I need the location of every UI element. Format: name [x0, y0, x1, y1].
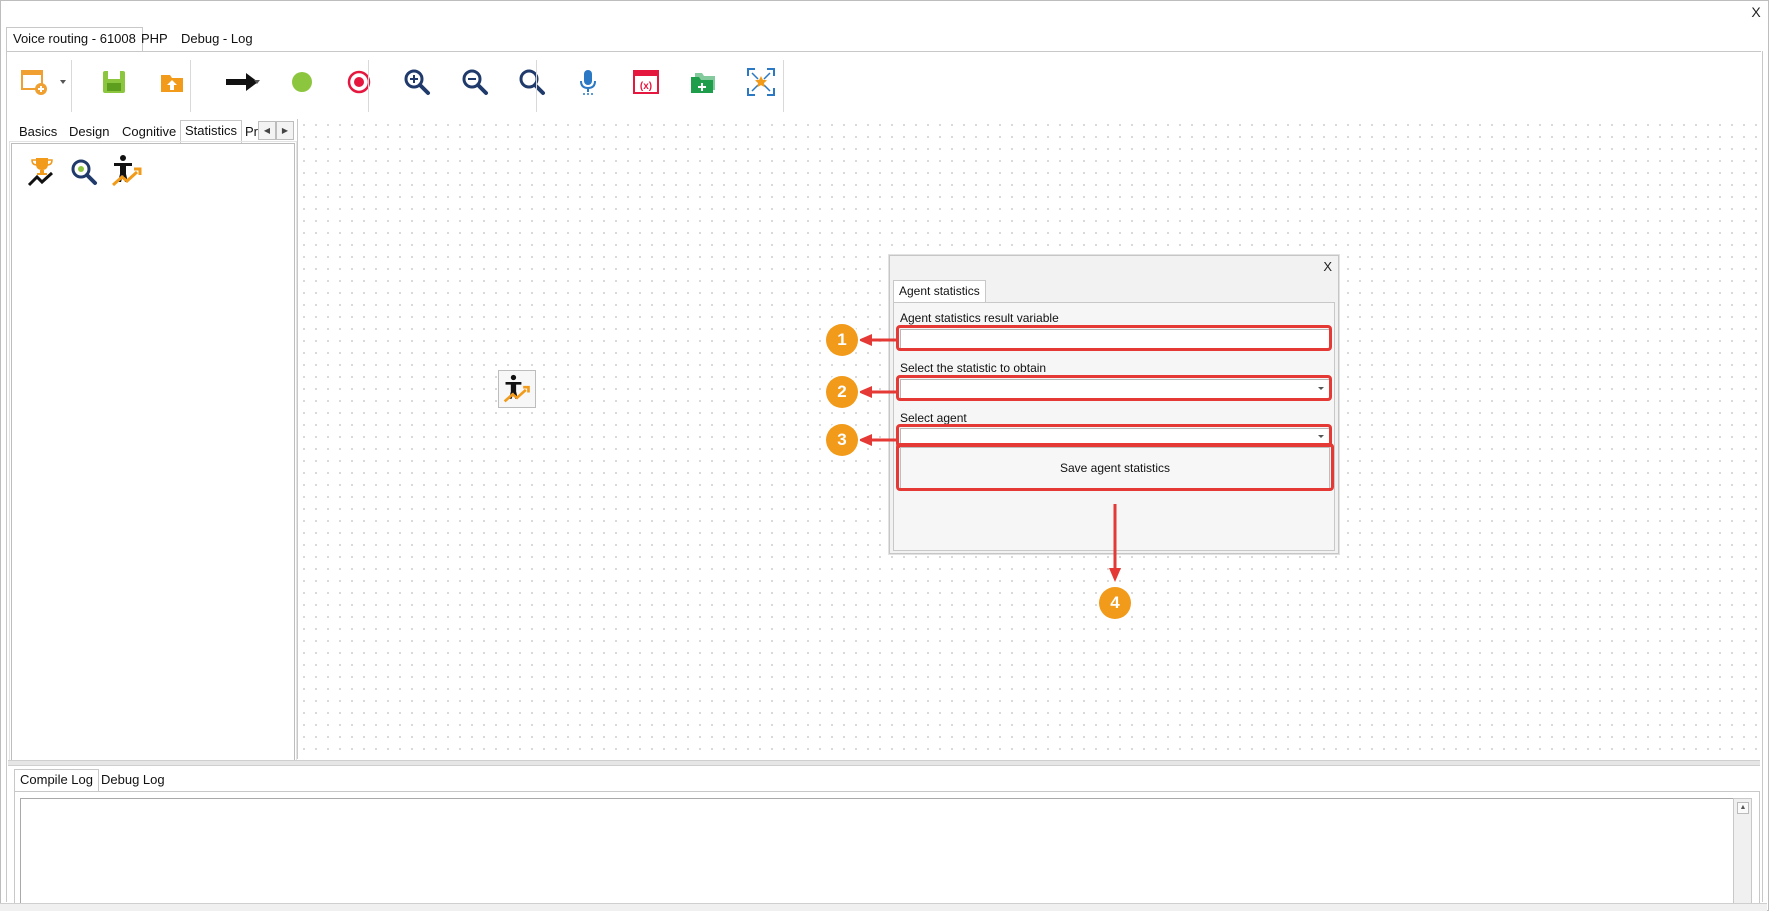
- tab-php[interactable]: PHP: [141, 31, 168, 46]
- save-icon: [103, 71, 125, 93]
- dialog-close-button[interactable]: X: [1323, 259, 1332, 274]
- tab-basics[interactable]: Basics: [19, 124, 58, 139]
- agent-label: Select agent: [900, 411, 967, 425]
- horizontal-splitter[interactable]: [8, 760, 1760, 766]
- new-flow-dropdown-caret[interactable]: [60, 80, 66, 84]
- callout-arrowhead-2: [858, 386, 872, 398]
- toolbar-separator: [71, 60, 72, 112]
- start-button[interactable]: [284, 64, 320, 100]
- main-frame: [6, 51, 1763, 902]
- flow-canvas[interactable]: [297, 119, 1760, 759]
- connect-dropdown-caret[interactable]: [254, 80, 260, 84]
- tab-scroll-right-button[interactable]: ▶: [276, 121, 294, 140]
- zoom-out-icon: [462, 69, 488, 95]
- zoom-in-button[interactable]: [399, 64, 435, 100]
- folder-upload-icon: [161, 75, 183, 92]
- green-circle-icon: [292, 72, 312, 92]
- tab-debug-log-bottom[interactable]: Debug Log: [101, 772, 165, 787]
- tab-truncated[interactable]: Pr: [245, 124, 258, 139]
- palette-item-magnifier[interactable]: [68, 156, 100, 188]
- tab-compile-log[interactable]: Compile Log: [14, 769, 99, 792]
- variables-window-icon: (x): [633, 70, 659, 94]
- agent-stats-icon: [112, 155, 142, 187]
- scroll-up-icon[interactable]: ▲: [1737, 802, 1749, 814]
- zoom-out-button[interactable]: [457, 64, 493, 100]
- callout-badge-3: 3: [826, 424, 858, 456]
- save-button[interactable]: [96, 64, 132, 100]
- tab-statistics[interactable]: Statistics: [180, 120, 243, 144]
- log-scrollbar[interactable]: ▲: [1733, 798, 1752, 905]
- add-folder-button[interactable]: [685, 64, 721, 100]
- arrow-right-icon: [226, 73, 258, 91]
- canvas-node-agent-stats[interactable]: [498, 370, 536, 408]
- palette-item-trophy-chart[interactable]: [26, 156, 58, 188]
- toolbar-separator: [783, 60, 784, 112]
- magnifier-icon: [71, 159, 97, 185]
- toolbar-separator: [190, 60, 191, 112]
- callout-arrowhead-1: [858, 334, 872, 346]
- folder-add-icon: [691, 73, 715, 93]
- chevron-down-icon: [1318, 387, 1324, 390]
- upload-button[interactable]: [154, 64, 190, 100]
- microphone-icon: [580, 70, 596, 95]
- callout-badge-4: 4: [1099, 587, 1131, 619]
- svg-text:(x): (x): [640, 81, 652, 92]
- new-flow-button[interactable]: [16, 64, 52, 100]
- tab-cognitive[interactable]: Cognitive: [122, 124, 177, 139]
- result-variable-field[interactable]: [900, 329, 1330, 349]
- connect-button[interactable]: [224, 64, 260, 100]
- toolbar: (x): [8, 54, 1758, 118]
- agent-stats-icon: [503, 374, 530, 403]
- tab-design[interactable]: Design: [69, 124, 110, 139]
- result-variable-label: Agent statistics result variable: [900, 311, 1059, 325]
- toolbar-separator: [368, 60, 369, 112]
- record-stop-icon: [347, 70, 371, 94]
- callout-arrowhead-4: [1109, 568, 1121, 582]
- save-agent-statistics-button[interactable]: Save agent statistics: [900, 447, 1330, 489]
- fit-view-button[interactable]: [743, 64, 779, 100]
- microphone-button[interactable]: [570, 64, 606, 100]
- trophy-chart-icon: [27, 158, 54, 187]
- palette-item-agent-stats[interactable]: [110, 154, 144, 188]
- fit-view-icon: [747, 68, 775, 96]
- chevron-down-icon: [1318, 435, 1324, 438]
- top-tab-divider: [6, 51, 1761, 52]
- statistic-label: Select the statistic to obtain: [900, 361, 1047, 375]
- window-close-button[interactable]: X: [1751, 4, 1761, 20]
- new-window-icon: [21, 70, 47, 95]
- status-bar: [0, 903, 1767, 911]
- tab-debug-log[interactable]: Debug - Log: [181, 31, 253, 46]
- palette-panel: [11, 143, 295, 761]
- callout-arrowhead-3: [858, 434, 872, 446]
- variables-button[interactable]: (x): [628, 64, 664, 100]
- zoom-in-icon: [404, 69, 430, 95]
- stop-button[interactable]: [341, 64, 377, 100]
- result-variable-input[interactable]: [901, 330, 1329, 348]
- toolbar-separator: [536, 60, 537, 112]
- tab-agent-statistics[interactable]: Agent statistics: [893, 280, 986, 303]
- callout-badge-2: 2: [826, 376, 858, 408]
- tab-scroll-left-button[interactable]: ◀: [258, 121, 276, 140]
- callout-badge-1: 1: [826, 324, 858, 356]
- compile-log-textarea[interactable]: [20, 798, 1734, 905]
